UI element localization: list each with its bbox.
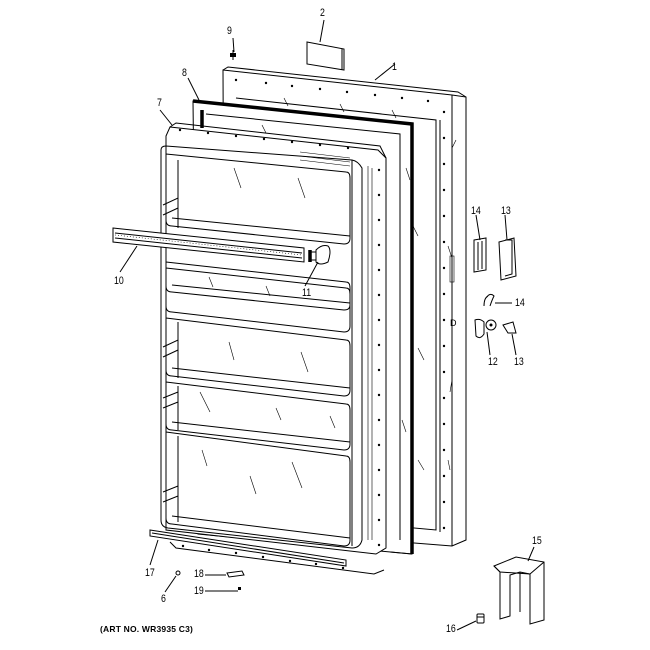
hinge-cover [493, 556, 545, 625]
door-liner [160, 122, 387, 555]
svg-text:D: D [450, 318, 457, 328]
shelf-bin-4 [165, 317, 351, 397]
callout-19: 19 [194, 585, 204, 597]
callout-7: 7 [157, 97, 162, 109]
callout-18: 18 [194, 568, 204, 580]
bottom-shelf-rail [149, 529, 347, 567]
latch-plug [502, 321, 517, 334]
screw [175, 570, 181, 576]
callout-1: 1 [392, 61, 397, 73]
rail-end-cap [308, 245, 331, 265]
callout-6: 6 [161, 593, 166, 605]
shelf-bin-1 [165, 153, 351, 245]
callout-13b: 13 [514, 356, 524, 368]
handle-cover [498, 237, 517, 281]
latch-clip [483, 293, 495, 307]
shelf-bin-2 [165, 261, 351, 311]
callout-13: 13 [501, 205, 511, 217]
leader-lines [119, 19, 535, 631]
callout-11: 11 [302, 287, 312, 299]
callout-8: 8 [182, 67, 187, 79]
callout-9: 9 [227, 25, 232, 37]
callout-2: 2 [320, 7, 325, 19]
art-number-caption: (ART NO. WR3935 C3) [100, 624, 194, 634]
plug-button [476, 613, 485, 624]
callout-12: 12 [488, 356, 498, 368]
shelf-bin-6 [165, 431, 351, 547]
callout-15: 15 [532, 535, 542, 547]
callout-16: 16 [446, 623, 456, 635]
callout-10: 10 [114, 275, 124, 287]
shelf-rail [112, 227, 305, 263]
shelf-bin-3 [165, 267, 351, 333]
callout-17: 17 [145, 567, 155, 579]
bracket [226, 570, 245, 578]
nameplate [306, 41, 345, 71]
fastener [238, 587, 241, 590]
latch-keeper [474, 318, 497, 339]
screw-top [230, 50, 236, 60]
callout-14b: 14 [515, 297, 525, 309]
handle-insert [473, 237, 487, 273]
callout-14: 14 [471, 205, 481, 217]
